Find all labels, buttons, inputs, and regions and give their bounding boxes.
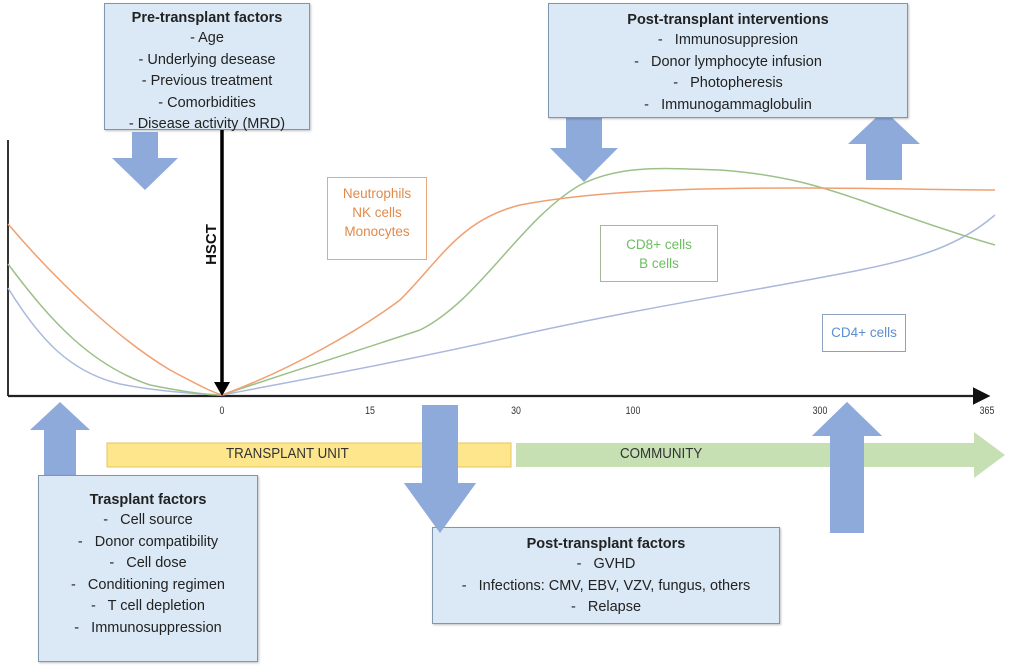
box-item: - T cell depletion: [91, 598, 205, 614]
tick-300: 300: [812, 405, 828, 417]
legend-line: B cells: [639, 256, 679, 271]
curve-neutrophils-nk-monocytes: [7, 187, 996, 396]
box-item: - Immunogammaglobulin: [644, 96, 812, 113]
legend-innate-cells: Neutrophils NK cells Monocytes: [327, 177, 427, 260]
box-item: - Comorbidities: [158, 94, 256, 111]
curve-cd4-cells: [7, 214, 996, 396]
tick-0: 0: [219, 405, 225, 417]
box-item: - Underlying desease: [138, 51, 276, 68]
post-transplant-factors-box: Post-transplant factors - GVHD - Infecti…: [432, 527, 780, 624]
box-item: - Cell dose: [109, 555, 187, 571]
arrow-post-factors-down: [404, 405, 476, 533]
arrow-interventions-down: [550, 112, 618, 182]
curve-cd8-b-cells: [7, 167, 996, 396]
arrow-pre-transplant-down: [112, 132, 178, 190]
box-item: - Immunosuppression: [74, 619, 222, 636]
box-item: - GVHD: [576, 556, 636, 572]
post-transplant-interventions-box: Post-transplant interventions - Immunosu…: [548, 3, 908, 118]
legend-line: NK cells: [352, 205, 402, 220]
box-title: Trasplant factors: [89, 492, 207, 508]
hsct-label: HSCT: [202, 224, 220, 265]
box-item: - Cell source: [103, 512, 193, 528]
legend-line: Neutrophils: [342, 186, 412, 201]
box-item: - Previous treatment: [141, 73, 273, 89]
box-item: - Immunosuppresion: [657, 32, 799, 48]
arrow-transplant-factors-up: [30, 402, 90, 480]
box-item: - Relapse: [570, 599, 642, 615]
legend-line: CD8+ cells: [626, 237, 692, 252]
box-title: Pre-transplant factors: [131, 10, 283, 26]
box-item: - Photopheresis: [673, 75, 783, 91]
box-item: - Disease activity (MRD): [128, 116, 286, 132]
tick-100: 100: [625, 405, 641, 417]
phase-label-transplant-unit: TRANSPLANT UNIT: [226, 446, 349, 462]
legend-cd8-b-cells: CD8+ cells B cells: [600, 225, 718, 282]
box-item: - Infections: CMV, EBV, VZV, fungus, oth…: [461, 577, 751, 594]
legend-line: CD4+ cells: [831, 325, 897, 340]
box-item: - Age: [190, 30, 224, 46]
transplant-factors-box: Trasplant factors - Cell source - Donor …: [38, 475, 258, 662]
phase-label-community: COMMUNITY: [620, 446, 703, 462]
pre-transplant-factors-box: Pre-transplant factors - Age - Underlyin…: [104, 3, 310, 132]
phase-arrow-community: [516, 432, 1005, 478]
arrow-interventions-up: [848, 110, 920, 180]
box-item: - Donor lymphocyte infusion: [634, 53, 822, 70]
legend-cd4-cells: CD4+ cells: [822, 314, 906, 352]
tick-30: 30: [511, 405, 521, 417]
tick-365: 365: [979, 405, 995, 417]
tick-15: 15: [365, 405, 375, 417]
box-item: - Donor compatibility: [77, 533, 219, 550]
hsct-arrow-head: [214, 382, 230, 396]
legend-line: Monocytes: [344, 224, 410, 239]
arrow-post-factors-up: [812, 402, 882, 533]
box-title: Post-transplant interventions: [627, 12, 829, 28]
box-title: Post-transplant factors: [526, 536, 686, 552]
box-item: - Conditioning regimen: [71, 576, 225, 593]
